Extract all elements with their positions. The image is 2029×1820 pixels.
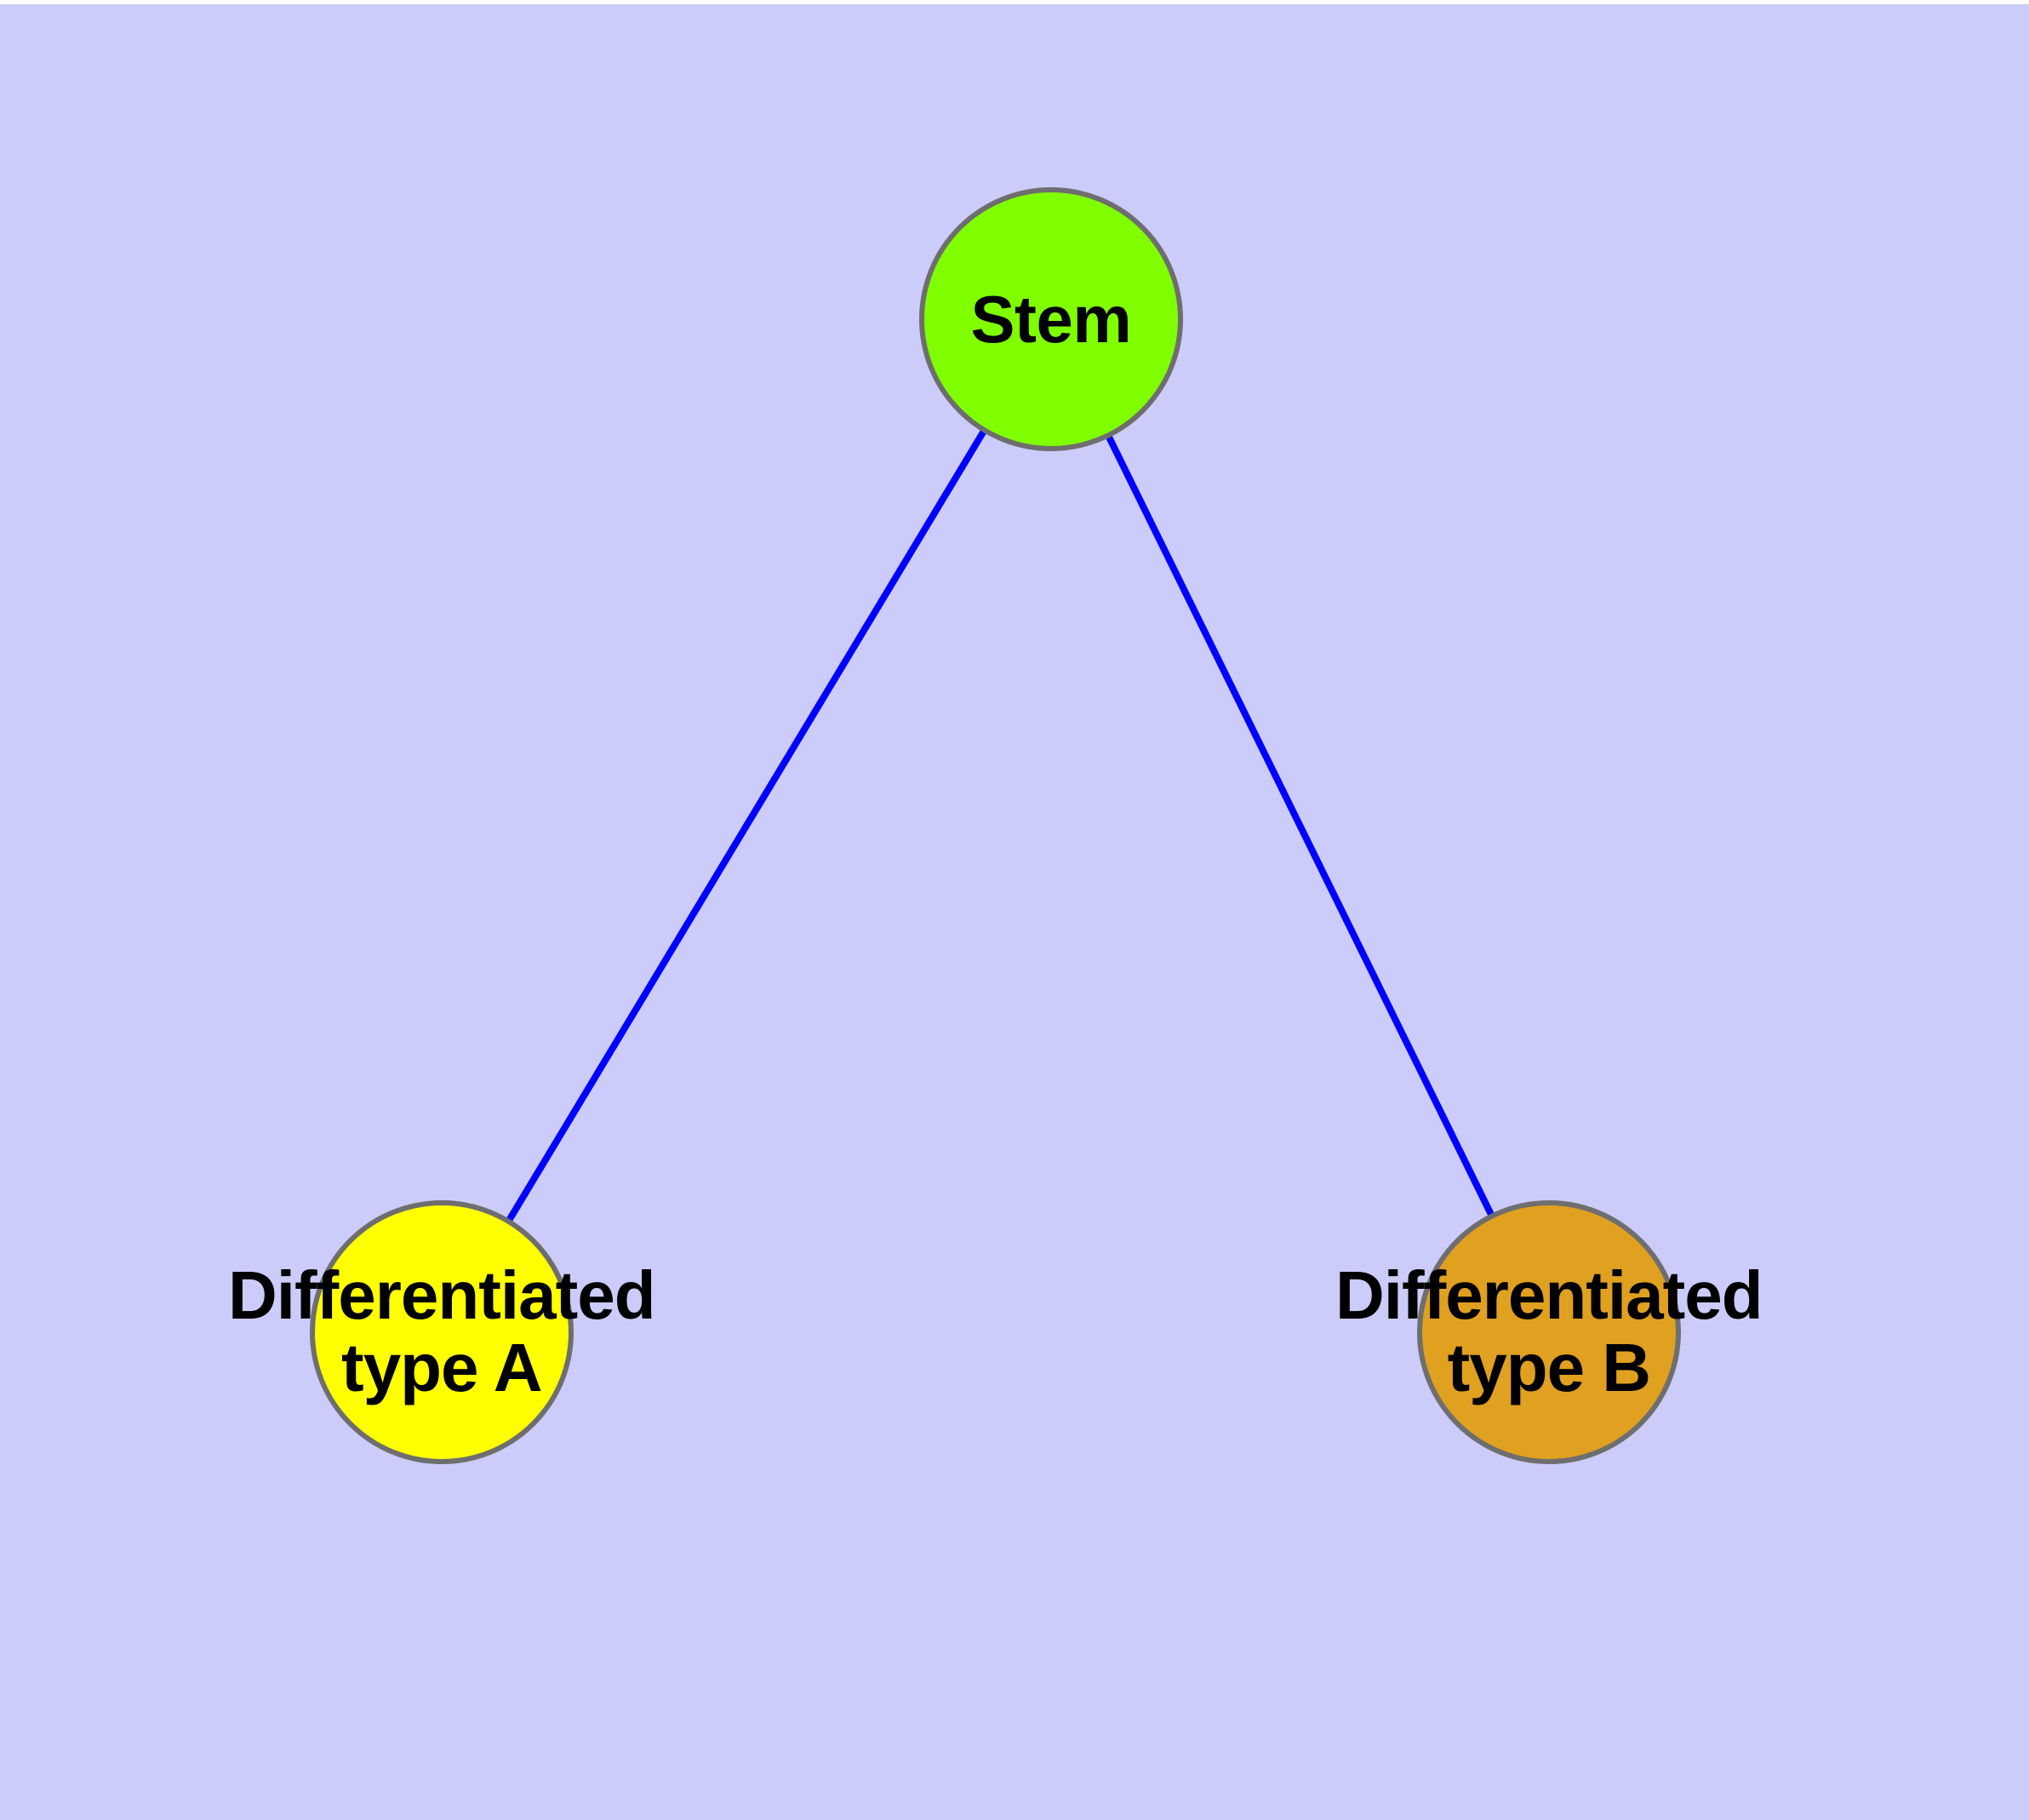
nodes-group [310, 187, 1681, 1464]
graph-node-stem[interactable] [919, 187, 1183, 451]
edges-group [438, 317, 1552, 1335]
graph-edge-stem-diff_a[interactable] [438, 317, 1055, 1335]
graph-edge-stem-diff_b[interactable] [1048, 318, 1552, 1334]
graph-node-diff_a[interactable] [310, 1200, 574, 1464]
graph-node-diff_b[interactable] [1417, 1200, 1681, 1464]
